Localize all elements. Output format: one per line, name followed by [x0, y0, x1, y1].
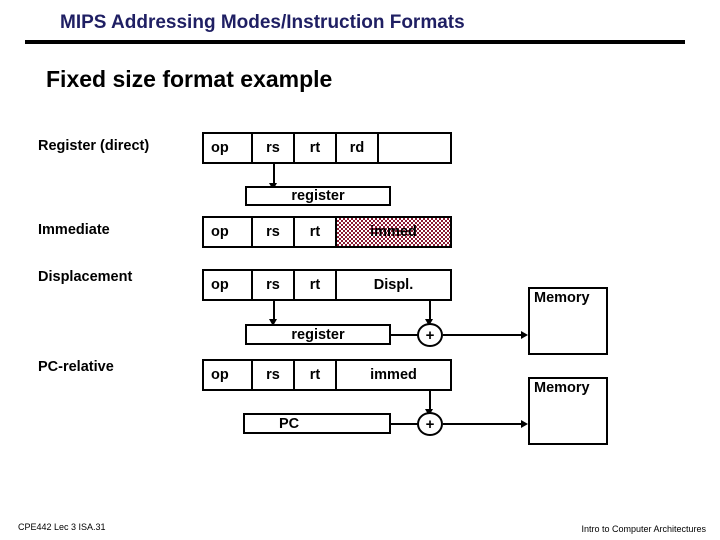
row-label-immediate: Immediate — [38, 222, 110, 238]
field-op: op — [204, 271, 253, 299]
slide-subtitle: Fixed size format example — [46, 66, 333, 92]
arrowhead-adder-to-memory-2 — [521, 420, 528, 428]
adder-circle-pc-relative: + — [417, 412, 443, 436]
field-rt: rt — [295, 218, 337, 246]
field-displ: Displ. — [373, 277, 414, 293]
field-rs: rs — [253, 361, 295, 389]
arrowhead-adder-to-memory-1 — [521, 331, 528, 339]
memory-box-2: Memory — [528, 377, 608, 445]
arrowhead-rs-to-register-2 — [269, 319, 277, 326]
field-op: op — [204, 218, 253, 246]
connector-adder-to-memory-2 — [443, 423, 523, 425]
instruction-format-register-direct: op rs rt rd — [202, 132, 452, 164]
instruction-format-pc-relative: op rs rt immed — [202, 359, 452, 391]
row-label-displacement: Displacement — [38, 269, 133, 285]
row-label-register-direct: Register (direct) — [38, 138, 150, 154]
register-box-2: register — [245, 324, 391, 345]
connector-rs-to-register-2 — [273, 301, 275, 322]
connector-register-to-adder — [390, 334, 419, 336]
memory-box-1: Memory — [528, 287, 608, 355]
instruction-format-immediate: op rs rt immed — [202, 216, 452, 248]
footer-right-text: Intro to Computer Architectures — [581, 524, 706, 534]
arrowhead-displ-to-adder — [425, 319, 433, 326]
field-immed: immed — [370, 367, 417, 383]
field-rs: rs — [253, 271, 295, 299]
field-rt: rt — [295, 134, 337, 162]
row-label-pc-relative: PC-relative — [38, 359, 114, 375]
connector-adder-to-memory-1 — [443, 334, 523, 336]
pc-box: PC — [243, 413, 391, 434]
connector-displ-to-adder — [429, 301, 431, 322]
field-rt: rt — [295, 361, 337, 389]
field-rs: rs — [253, 134, 295, 162]
connector-pc-to-adder — [390, 423, 419, 425]
field-rs: rs — [253, 218, 295, 246]
page-title: MIPS Addressing Modes/Instruction Format… — [60, 12, 465, 33]
instruction-format-displacement: op rs rt Displ. — [202, 269, 452, 301]
field-unused — [379, 134, 450, 162]
field-rt: rt — [295, 271, 337, 299]
field-op: op — [204, 361, 253, 389]
footer-left-text: CPE442 Lec 3 ISA.31 — [18, 522, 106, 532]
field-rd: rd — [337, 134, 379, 162]
connector-immed-to-adder — [429, 391, 431, 412]
field-op: op — [204, 134, 253, 162]
register-box-1: register — [245, 186, 391, 206]
connector-rs-to-register-1 — [273, 164, 275, 186]
field-immed-highlighted: immed — [337, 218, 450, 246]
adder-circle-displacement: + — [417, 323, 443, 347]
title-divider — [25, 40, 685, 44]
